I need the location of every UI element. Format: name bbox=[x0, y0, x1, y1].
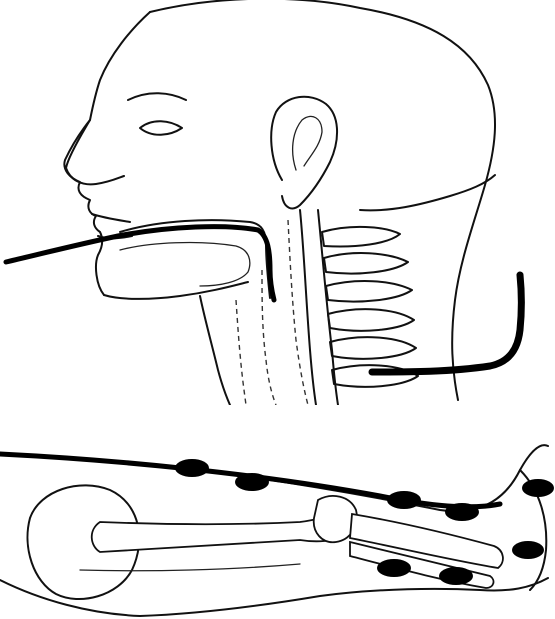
neck-back bbox=[360, 175, 495, 210]
electrode-6 bbox=[512, 541, 544, 559]
vertebra-c2 bbox=[322, 227, 400, 247]
ear-inner bbox=[293, 116, 322, 170]
upper-lip bbox=[92, 214, 130, 222]
head-outline bbox=[150, 0, 495, 400]
electrode-3 bbox=[387, 491, 421, 509]
spinal-canal-front bbox=[300, 210, 316, 405]
eye bbox=[140, 121, 182, 135]
eyebrow bbox=[128, 93, 186, 100]
pharyngeal-tube bbox=[118, 227, 274, 300]
electrode-4 bbox=[445, 503, 479, 521]
needle-electrode bbox=[372, 275, 522, 372]
trachea bbox=[236, 300, 246, 405]
lower-limb-illustration bbox=[0, 430, 555, 619]
tongue bbox=[120, 243, 250, 286]
electrode-5 bbox=[522, 479, 554, 497]
pharynx-posterior bbox=[288, 220, 308, 405]
cervical-vertebrae bbox=[322, 227, 418, 387]
femur bbox=[92, 510, 345, 552]
neck-front bbox=[200, 296, 230, 405]
nose bbox=[66, 120, 124, 184]
vertebra-c5 bbox=[328, 309, 414, 331]
electrode-7 bbox=[377, 559, 411, 577]
vertebra-c3 bbox=[324, 253, 408, 273]
spinal-canal-back bbox=[318, 210, 338, 405]
ear bbox=[271, 97, 337, 209]
head-neck-drawing bbox=[0, 0, 555, 405]
lower-limb-drawing bbox=[0, 430, 555, 619]
face-profile bbox=[64, 12, 150, 295]
head-neck-illustration bbox=[0, 0, 555, 405]
electrode-8 bbox=[439, 567, 473, 585]
electrode-2 bbox=[235, 473, 269, 491]
bone-shaft-lower bbox=[80, 564, 300, 571]
vertebra-c6 bbox=[330, 337, 416, 359]
electrode-1 bbox=[175, 459, 209, 477]
jaw-line bbox=[104, 282, 248, 299]
vertebra-c4 bbox=[326, 281, 412, 301]
